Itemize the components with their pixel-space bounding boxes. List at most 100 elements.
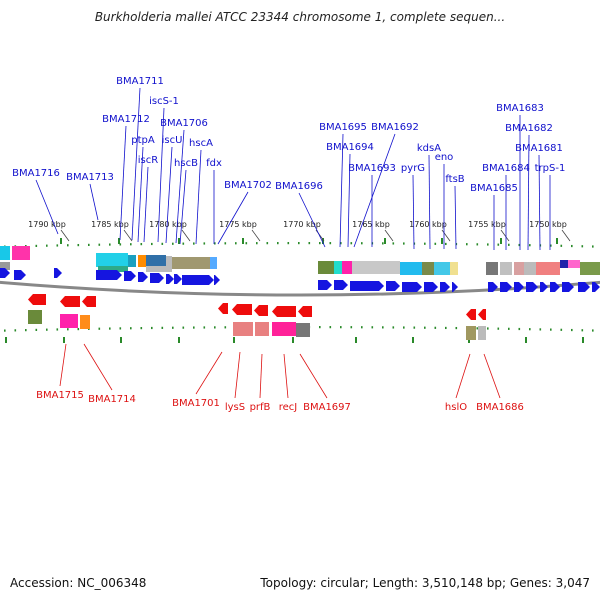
- feature-block: [80, 315, 90, 329]
- scale-tick: [340, 326, 342, 329]
- scale-tick: [98, 327, 101, 330]
- scale-tick: [445, 242, 447, 246]
- scale-tick: [466, 243, 468, 246]
- scale-tick: [319, 242, 321, 245]
- scale-tick: [151, 326, 153, 330]
- label-leader: [195, 351, 223, 395]
- outer-scale: [4, 238, 594, 248]
- feature-block: [233, 322, 253, 336]
- label-leader: [283, 353, 289, 399]
- scale-tick: [529, 244, 531, 247]
- major-tick: [355, 337, 357, 343]
- scale-label: 1770 kbp: [283, 220, 321, 229]
- forward-gene-arrow: [334, 280, 348, 290]
- feature-block: [334, 261, 342, 274]
- scale-tick: [350, 326, 353, 329]
- scale-label: 1785 kbp: [91, 220, 129, 229]
- feature-block: [146, 266, 172, 272]
- label-leader: [175, 129, 185, 244]
- scale-tick: [581, 329, 584, 332]
- scale-tick: [424, 326, 426, 329]
- reverse-gene-arrow: [60, 296, 80, 307]
- scale-tick: [403, 326, 405, 329]
- gene-label: BMA1684: [482, 163, 530, 174]
- forward-gene-arrow: [540, 282, 548, 292]
- scale-label: 1765 kbp: [352, 220, 390, 229]
- forward-gene-arrow: [514, 282, 524, 292]
- forward-gene-arrow: [54, 268, 62, 278]
- label-leader: [119, 125, 127, 241]
- label-leader: [483, 353, 501, 399]
- forward-gene-arrow: [488, 282, 498, 292]
- feature-block: [318, 261, 334, 274]
- gene-label: BMA1716: [12, 168, 60, 179]
- scale-tick: [109, 243, 111, 246]
- reverse-gene-arrow: [272, 306, 296, 317]
- scale-tick: [434, 326, 437, 329]
- major-tick: [120, 337, 122, 343]
- forward-gene-arrow: [578, 282, 590, 292]
- label-leader: [143, 166, 149, 243]
- scale-tick: [35, 244, 38, 247]
- feature-block: [12, 246, 30, 260]
- scale-tick: [434, 242, 437, 245]
- gene-label: BMA1694: [326, 142, 374, 153]
- forward-gene-arrow: [550, 282, 560, 292]
- gene-label: BMA1697: [303, 402, 351, 413]
- scale-tick: [329, 326, 332, 329]
- scale-label: 1760 kbp: [409, 220, 447, 229]
- scale-tick: [508, 243, 510, 246]
- scale-tick: [392, 326, 395, 329]
- label-leader: [428, 154, 431, 250]
- scale-tick: [224, 326, 227, 329]
- feature-block: [60, 314, 78, 328]
- scale-tick: [424, 242, 426, 245]
- scale-tick: [382, 326, 384, 329]
- forward-gene-arrow: [96, 270, 122, 280]
- forward-gene-arrow: [174, 274, 182, 284]
- scale-tick: [592, 245, 594, 248]
- forward-gene-arrow: [0, 268, 10, 278]
- major-tick: [242, 238, 244, 244]
- scale-tick: [539, 328, 542, 331]
- label-leader: [157, 107, 165, 243]
- feature-block: [422, 262, 434, 275]
- scale-tick: [214, 242, 216, 245]
- scale-label: 1755 kbp: [468, 220, 506, 229]
- scale-tick: [508, 327, 510, 330]
- reverse-gene-arrow: [466, 309, 476, 320]
- label-leader: [195, 149, 202, 245]
- scale-tick: [361, 242, 363, 245]
- scale-tick: [371, 326, 374, 329]
- scale-tick: [182, 326, 185, 329]
- feature-block: [536, 262, 560, 275]
- feature-block: [352, 261, 400, 274]
- scale-label: 1780 kbp: [149, 220, 187, 229]
- scale-tick: [487, 327, 489, 330]
- gene-label: recJ: [279, 402, 298, 413]
- scale-tick: [277, 242, 279, 245]
- feature-block: [28, 310, 42, 324]
- label-leader: [527, 134, 530, 251]
- feature-block: [138, 255, 146, 267]
- scale-tick: [67, 244, 69, 247]
- forward-gene-arrow: [562, 282, 574, 292]
- gene-label: BMA1712: [102, 114, 150, 125]
- scale-tick: [592, 329, 594, 332]
- gene-label: iscR: [138, 155, 158, 166]
- sequence-summary: Topology: circular; Length: 3,510,148 bp…: [260, 576, 590, 590]
- feature-block: [128, 255, 136, 267]
- label-leader: [89, 183, 99, 221]
- scale-tick: [4, 329, 6, 332]
- scale-tick: [392, 242, 395, 245]
- scale-tick: [518, 327, 521, 331]
- feature-block: [514, 262, 524, 275]
- scale-leader: [181, 229, 191, 242]
- inner-scale: [4, 326, 594, 343]
- major-tick: [60, 238, 62, 244]
- major-tick: [412, 337, 414, 343]
- label-leader: [454, 185, 457, 250]
- scale-leader: [251, 229, 261, 242]
